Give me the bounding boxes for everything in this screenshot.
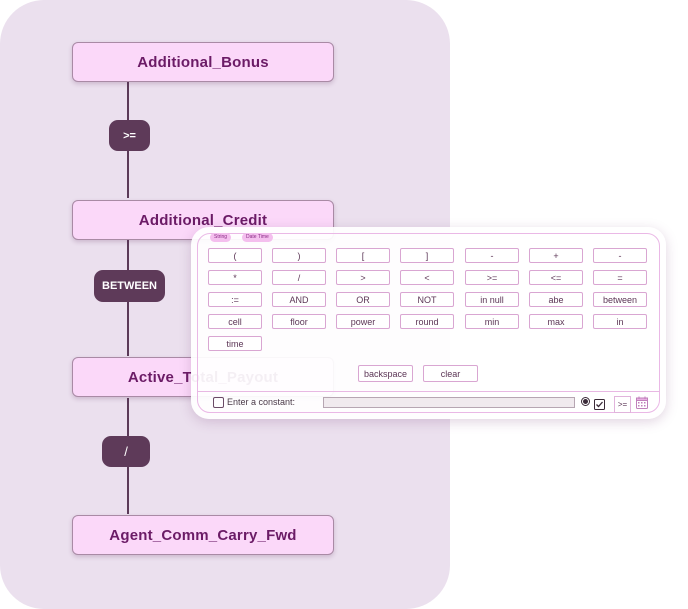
key-plus[interactable]: + (529, 248, 583, 263)
key-between[interactable]: between (593, 292, 647, 307)
constant-input[interactable] (323, 397, 575, 408)
key-open-bracket[interactable]: [ (336, 248, 390, 263)
key-time[interactable]: time (208, 336, 262, 351)
constant-checkbox[interactable] (213, 397, 224, 408)
key-power[interactable]: power (336, 314, 390, 329)
key-close-paren[interactable]: ) (272, 248, 326, 263)
operator-node-gte[interactable]: >= (109, 120, 150, 151)
key-cell[interactable]: cell (208, 314, 262, 329)
operator-node-between[interactable]: BETWEEN (94, 270, 165, 302)
key-minus[interactable]: - (465, 248, 519, 263)
key-greater-than[interactable]: > (336, 270, 390, 285)
key-multiply[interactable]: * (208, 270, 262, 285)
key-in[interactable]: in (593, 314, 647, 329)
key-gte[interactable]: >= (465, 270, 519, 285)
expression-builder-panel: String Date Time ( ) [ ] - + - * / > < >… (191, 227, 666, 419)
field-node-additional-bonus[interactable]: Additional_Bonus (72, 42, 334, 82)
divider (197, 391, 660, 392)
key-less-than[interactable]: < (400, 270, 454, 285)
panel-frame (197, 233, 660, 413)
operator-node-divide[interactable]: / (102, 436, 150, 467)
field-node-agent-comm-carry-fwd[interactable]: Agent_Comm_Carry_Fwd (72, 515, 334, 555)
backspace-button[interactable]: backspace (358, 365, 413, 382)
clear-button[interactable]: clear (423, 365, 478, 382)
key-open-paren[interactable]: ( (208, 248, 262, 263)
key-abe[interactable]: abe (529, 292, 583, 307)
key-close-bracket[interactable]: ] (400, 248, 454, 263)
key-lte[interactable]: <= (529, 270, 583, 285)
key-assign[interactable]: := (208, 292, 262, 307)
chip-string[interactable]: String (210, 233, 232, 242)
key-max[interactable]: max (529, 314, 583, 329)
chip-datetime[interactable]: Date Time (242, 233, 273, 242)
calendar-icon[interactable] (636, 396, 648, 409)
key-and[interactable]: AND (272, 292, 326, 307)
key-or[interactable]: OR (336, 292, 390, 307)
checkbox-checked-icon[interactable] (594, 397, 605, 410)
operator-button[interactable]: >= (614, 396, 631, 413)
key-equals[interactable]: = (593, 270, 647, 285)
radio-selected-icon[interactable] (581, 397, 590, 406)
key-divide[interactable]: / (272, 270, 326, 285)
key-min[interactable]: min (465, 314, 519, 329)
key-minus-2[interactable]: - (593, 248, 647, 263)
key-in-null[interactable]: in null (465, 292, 519, 307)
radio-dot (583, 399, 588, 404)
key-not[interactable]: NOT (400, 292, 454, 307)
key-floor[interactable]: floor (272, 314, 326, 329)
key-round[interactable]: round (400, 314, 454, 329)
constant-label: Enter a constant: (227, 397, 296, 407)
